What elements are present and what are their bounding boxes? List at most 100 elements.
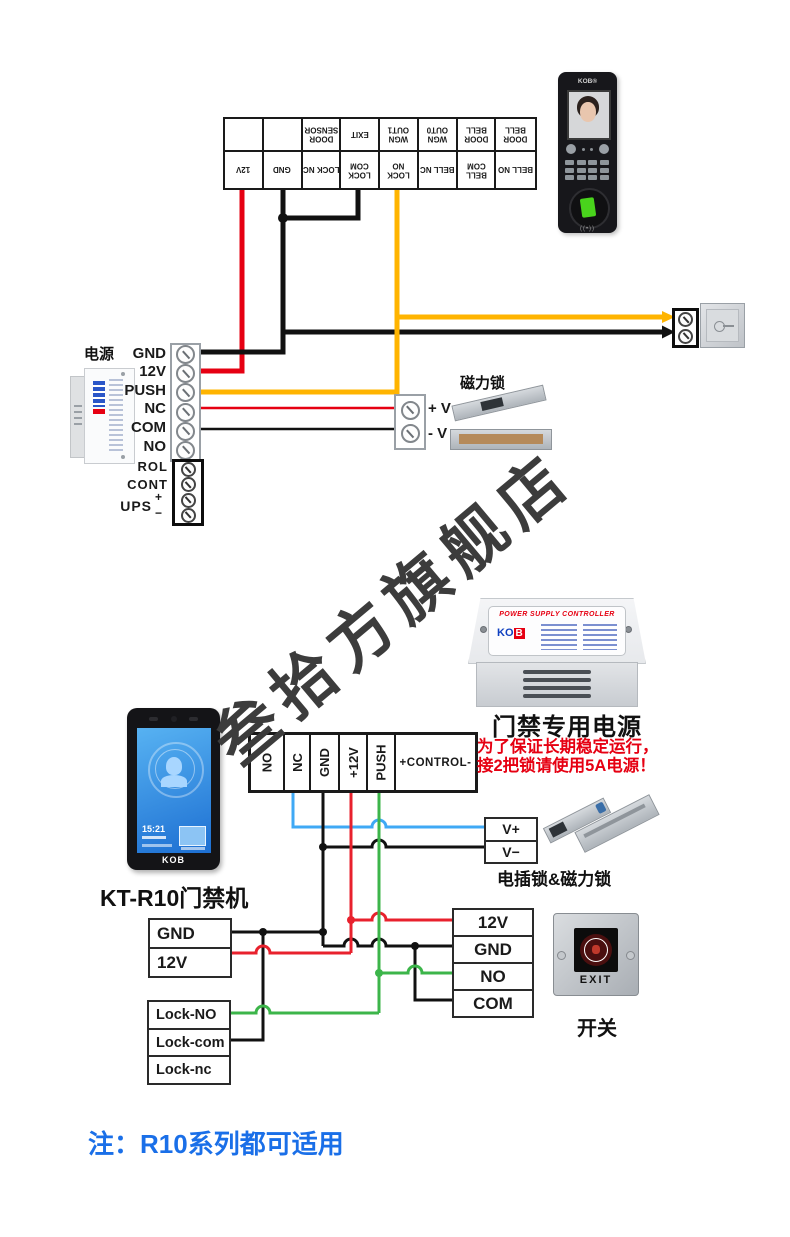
arrowhead-black [662,325,675,339]
psu-spec-text [109,379,123,453]
maglock-terminal-block[interactable] [394,394,426,450]
relay-output-block: 12V GND NO COM [452,908,534,1018]
face-silhouette [166,757,182,775]
terminal-label-wgn-out0: WGN OUT0 [426,125,448,144]
psu-logo [93,381,105,407]
terminal-control: +CONTROL- [399,756,472,769]
controller-spec-lines [541,624,577,650]
psu-front-face [84,368,135,464]
top-block-cell: WGN OUT1 [380,119,419,152]
exit-terminal-block[interactable] [672,308,699,348]
terminal-label-bell-no: BELL NO [498,165,534,175]
reader-led [590,148,593,151]
camera-icon [171,716,177,722]
terminal-label-bell-nc: BELL NC [419,165,455,175]
strip-cell-12v: +12V [340,735,368,790]
terminal-label-door-bell: DOOR BELL [463,125,488,144]
wire-left12v [228,944,351,955]
strip-cell-gnd: GND [311,735,340,790]
top-block-cell: BELL NO [496,152,535,188]
warning-line1: 为了保证长期稳定运行， [477,738,659,756]
v-minus-label: V− [502,843,520,860]
wire-right12v [351,911,452,922]
junction-dot-red [347,916,355,924]
aux-label-rol: ROL [137,459,168,474]
fingerprint-access-reader: KOB® ((•)) [558,72,617,233]
reader-button-left[interactable] [566,144,576,154]
exit-sensor-window[interactable] [574,928,618,972]
top-block-cell [263,119,303,152]
kt-r10-device: 15:21 KOB [127,708,220,870]
exit-switch[interactable]: EXIT [553,913,639,996]
controller-screw-strip[interactable] [170,343,201,462]
label-no: NO [480,966,506,986]
psu-logo-red [93,409,105,414]
terminal-label-exit: EXIT [350,130,369,140]
terminal-label-wgn-out1: WGN OUT1 [387,125,410,144]
top-block-cell: 12V [225,152,264,188]
strip-cell-push: PUSH [368,735,396,790]
row-12v: 12V [454,910,532,935]
top-block-cell: DOOR SENSOR [302,119,342,152]
power-supply-label: 电源 [84,346,115,363]
v-plus-row: V+ [486,819,536,840]
locks-caption: 电插锁&磁力锁 [497,870,612,889]
terminal-label-lock-nc: LOCK NC [302,165,340,175]
kt-device-label: KT-R10门禁机 [100,885,249,911]
aux-label-ups: UPS [120,498,152,514]
terminal-label-12v: 12V [236,165,251,175]
row-gnd: GND [454,935,532,962]
reader-button-right[interactable] [599,144,609,154]
terminal-label-lock-com: LOCK COM [348,161,371,180]
ir-sensor [149,717,158,721]
fingerprint-sensor[interactable] [569,188,610,229]
aux-label-minus: − [154,506,162,520]
screw-icon [557,951,566,960]
terminal-push: PUSH [373,744,389,781]
power-supply-box [70,368,135,464]
key-icon-stem [723,325,734,327]
kt-power-box: GND 12V [148,918,232,978]
reader-led [582,148,585,151]
wire-12v-red [196,186,245,374]
terminal-gnd: GND [317,748,333,777]
exit-text: EXIT [579,974,613,986]
aux-screw-strip[interactable] [172,459,204,526]
top-block-cell: LOCK NC [303,152,342,188]
label-gnd: GND [474,939,512,959]
terminal-nc: NC [289,753,305,772]
row-no: NO [454,962,532,989]
face-scan-ring-inner [155,749,195,789]
top-block-cell: WGN OUT0 [418,119,458,152]
top-block-cell: LOCK COM [341,152,380,188]
junction-dot [319,843,327,851]
v-plus-label: V+ [502,821,520,838]
strip-cell-control: +CONTROL- [396,735,475,790]
exit-plate-inner [706,309,739,342]
reader-keypad[interactable] [565,160,610,180]
kt-screen[interactable]: 15:21 [137,728,211,853]
label-12v: 12V [157,952,188,972]
face-scan-ring [148,742,204,798]
wire-lockcom-bottom [227,932,265,1042]
exit-button-plate[interactable] [700,303,745,348]
row-lock-no: Lock-NO [149,1002,229,1028]
top-block-cell [225,119,264,152]
strip-label-push: PUSH [124,382,166,399]
top-block-cell: EXIT [341,119,380,152]
terminal-label-gnd: GND [273,165,292,175]
strip-label-nc: NC [144,400,166,417]
label-lock-nc: Lock-nc [156,1062,212,1079]
screen-time: 15:21 [142,824,166,834]
row-gnd: GND [150,920,230,947]
top-block-cell: DOOR BELL [457,119,497,152]
face-silhouette-body [161,775,187,787]
label-12v: 12V [477,912,509,932]
screen-text-bar [142,844,172,847]
top-block-cell: BELL NC [419,152,458,188]
camera-preview-panel [179,826,206,846]
label-lock-no: Lock-NO [156,1006,217,1023]
